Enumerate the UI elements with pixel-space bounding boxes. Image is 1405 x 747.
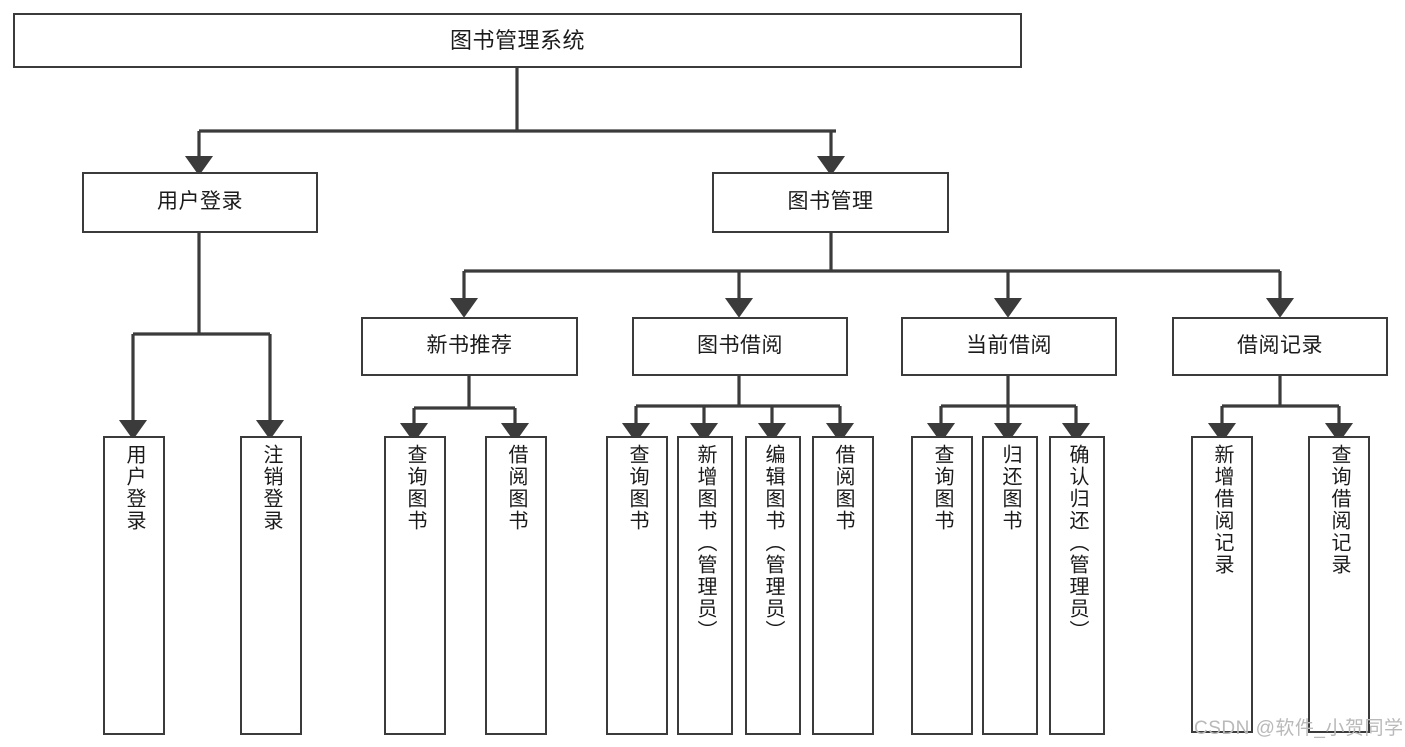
node-book-manage[interactable]: 图书管理 [712,172,949,233]
node-borrow-record[interactable]: 借阅记录 [1172,317,1388,376]
leaf-edit-book-admin[interactable]: 编辑图书（管理员） [745,436,801,735]
node-label: 图书借阅 [697,334,783,358]
leaf-query-book-borrow[interactable]: 查询图书 [606,436,668,735]
node-label: 图书管理 [787,190,874,214]
node-label: 借阅记录 [1237,334,1323,358]
node-label: 编辑图书（管理员） [762,444,784,642]
leaf-confirm-return-admin[interactable]: 确认归还（管理员） [1049,436,1105,735]
leaf-query-book-current[interactable]: 查询图书 [911,436,973,735]
node-label: 查询图书 [404,444,426,532]
node-new-book-recommend[interactable]: 新书推荐 [361,317,578,376]
node-root-system[interactable]: 图书管理系统 [13,13,1022,68]
leaf-borrow-book-borrow[interactable]: 借阅图书 [812,436,874,735]
leaf-borrow-book-recommend[interactable]: 借阅图书 [485,436,547,735]
csdn-watermark: CSDN @软件_小贺同学 [1194,718,1404,739]
node-label: 新增借阅记录 [1211,444,1233,576]
node-label: 注销登录 [260,444,282,532]
leaf-user-login[interactable]: 用户登录 [103,436,165,735]
node-label: 用户登录 [157,190,243,214]
node-book-borrow[interactable]: 图书借阅 [632,317,848,376]
leaf-query-borrow-record[interactable]: 查询借阅记录 [1308,436,1370,733]
node-label: 借阅图书 [832,444,854,532]
node-label: 确认归还（管理员） [1066,444,1088,642]
node-label: 查询借阅记录 [1328,444,1350,576]
node-label: 用户登录 [123,444,145,532]
leaf-logout[interactable]: 注销登录 [240,436,302,735]
node-label: 查询图书 [931,444,953,532]
node-label: 当前借阅 [966,334,1052,358]
node-label: 归还图书 [999,444,1021,532]
node-current-borrow[interactable]: 当前借阅 [901,317,1117,376]
node-label: 借阅图书 [505,444,527,532]
node-label: 图书管理系统 [449,27,585,53]
leaf-add-borrow-record[interactable]: 新增借阅记录 [1191,436,1253,733]
leaf-return-book[interactable]: 归还图书 [982,436,1038,735]
node-label: 查询图书 [626,444,648,532]
leaf-query-book-recommend[interactable]: 查询图书 [384,436,446,735]
leaf-add-book-admin[interactable]: 新增图书（管理员） [677,436,733,735]
node-label: 新书推荐 [426,334,513,358]
node-user-login[interactable]: 用户登录 [82,172,318,233]
node-label: 新增图书（管理员） [694,444,716,642]
